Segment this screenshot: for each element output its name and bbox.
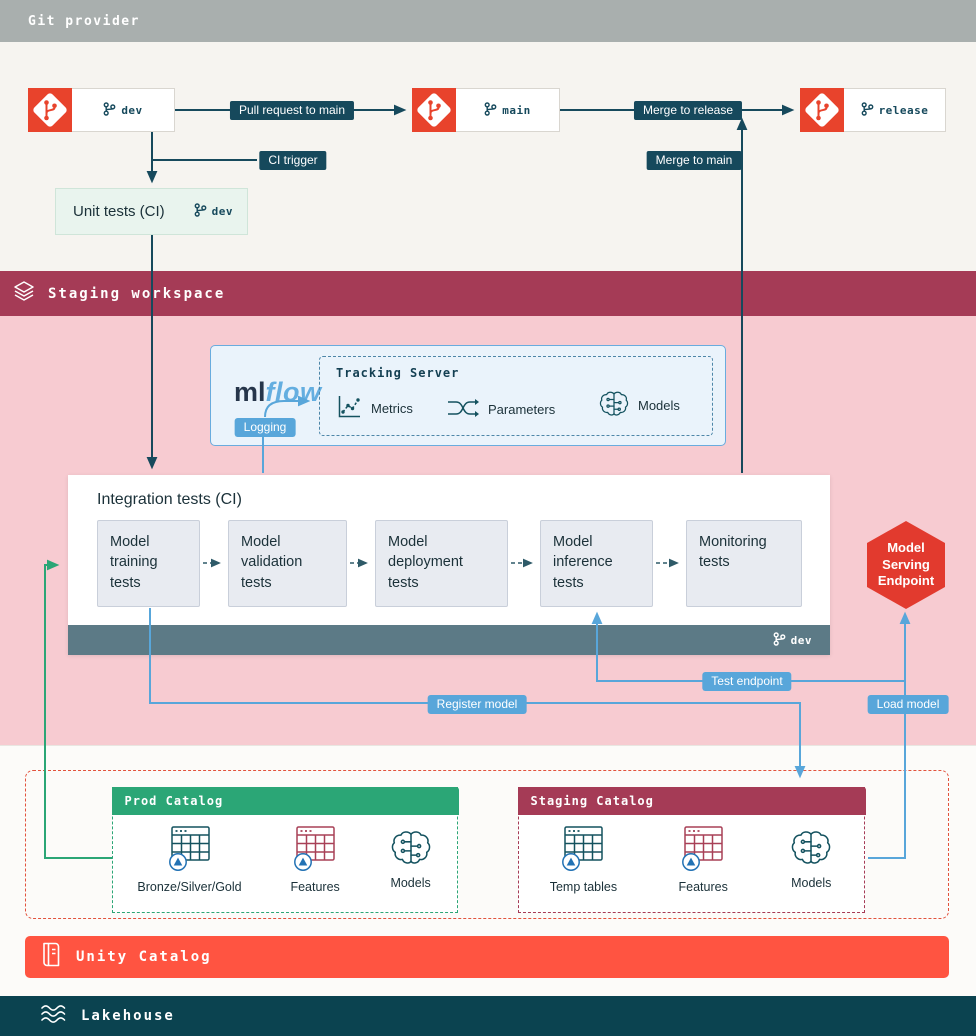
catalog-item-models: Models [789,824,833,890]
merge-to-main-badge: Merge to main [646,151,742,170]
metrics-icon [336,393,363,423]
step-model-validation-tests: Model validation tests [228,520,347,607]
git-logo-icon [412,88,456,132]
step-model-deployment-tests: Model deployment tests [375,520,508,607]
delta-table-icon [560,824,606,875]
catalog-item-label: Temp tables [549,879,618,894]
lakehouse-title: Lakehouse [81,1008,175,1024]
tracking-item-metrics: Metrics [336,393,413,423]
catalog-item-label: Features [678,879,728,894]
mlflow-logo-flow: flow [265,377,322,407]
branch-name: dev [211,205,233,218]
git-branch-icon [773,631,786,649]
mlflow-panel: mlflow Tracking Server Metrics Parameter… [210,345,726,446]
delta-table-icon [167,824,213,875]
git-logo-icon [28,88,72,132]
tracking-item-parameters: Parameters [446,395,555,424]
features-table-icon [292,824,338,875]
layers-icon [13,280,35,307]
integration-tests-box: Integration tests (CI) Model training te… [68,475,830,655]
prod-catalog-body: Bronze/Silver/Gold Features Models [113,815,457,913]
branch-name: dev [790,633,812,647]
branch-name: release [878,103,929,117]
catalog-item-features: Features [679,824,728,894]
branch-label: dev [194,203,233,220]
unity-catalog-title: Unity Catalog [76,949,212,965]
unity-catalog-bar: Unity Catalog [25,936,949,978]
unit-tests-box: Unit tests (CI) dev [55,188,248,235]
step-monitoring-tests: Monitoring tests [686,520,802,607]
catalog-item-features: Features [290,824,340,894]
git-repo-release: release [800,88,946,132]
git-branch-icon [861,101,874,119]
staging-catalog: Staging Catalog Temp tables Features Mod… [517,786,866,913]
merge-to-release-badge: Merge to release [633,101,743,120]
model-serving-endpoint: Model Serving Endpoint [867,521,945,609]
integration-tests-title: Integration tests (CI) [97,491,242,508]
staging-workspace-bar: Staging workspace [0,271,976,316]
model-serving-endpoint-label: Model Serving Endpoint [877,539,935,589]
catalog-item-label: Bronze/Silver/Gold [137,879,242,894]
git-provider-bar: Git provider [0,0,976,42]
unit-tests-label: Unit tests (CI) [73,203,165,220]
branch-name: dev [121,103,143,117]
register-model-badge: Register model [427,695,527,714]
catalog-item-bronze-silver-gold: Bronze/Silver/Gold [137,824,242,894]
git-logo-icon [800,88,844,132]
catalog-item-label: Features [290,879,340,894]
mlflow-logo: mlflow [234,377,322,408]
metrics-label: Metrics [371,400,413,416]
git-repo-dev: dev [28,88,175,132]
prod-catalog: Prod Catalog Bronze/Silver/Gold Features… [111,786,459,913]
git-branch-icon [484,101,497,119]
catalog-item-label: Models [791,875,832,890]
tracking-item-models: Models [598,389,680,422]
step-model-training-tests: Model training tests [97,520,200,607]
branch-name: main [502,103,531,117]
branch-label: release [844,89,945,131]
catalog-item-temp-tables: Temp tables [550,824,617,894]
pull-request-badge: Pull request to main [229,101,355,120]
mlflow-logo-ml: ml [234,377,266,407]
git-repo-main: main [412,88,560,132]
branch-label: dev [72,89,174,131]
step-model-inference-tests: Model inference tests [540,520,653,607]
branch-label: main [456,89,559,131]
features-table-icon [680,824,726,875]
tracking-server-box: Tracking Server Metrics Parameters Model… [319,356,713,436]
staging-catalog-header: Staging Catalog [517,786,866,815]
brain-icon [598,389,630,422]
waves-icon [40,1003,67,1030]
logging-badge: Logging [234,418,296,437]
prod-catalog-header: Prod Catalog [111,786,459,815]
brain-icon [789,824,833,871]
branch-label: dev [773,631,812,649]
parameters-label: Parameters [488,402,556,417]
catalog-item-label: Models [390,875,431,890]
models-label: Models [638,398,680,413]
git-branch-icon [194,203,207,220]
staging-workspace-title: Staging workspace [48,285,226,302]
lakehouse-bar: Lakehouse [0,996,976,1036]
integration-branch-bar: dev [68,625,830,655]
tracking-server-title: Tracking Server [336,366,460,380]
git-branch-icon [103,101,116,119]
ci-trigger-badge: CI trigger [259,151,327,170]
test-endpoint-badge: Test endpoint [702,672,792,691]
book-icon [38,941,63,973]
catalog-item-models: Models [389,824,433,890]
staging-catalog-body: Temp tables Features Models [519,815,864,913]
git-provider-title: Git provider [28,13,140,29]
parameters-icon [446,395,480,424]
load-model-badge: Load model [867,695,949,714]
brain-icon [389,824,433,871]
